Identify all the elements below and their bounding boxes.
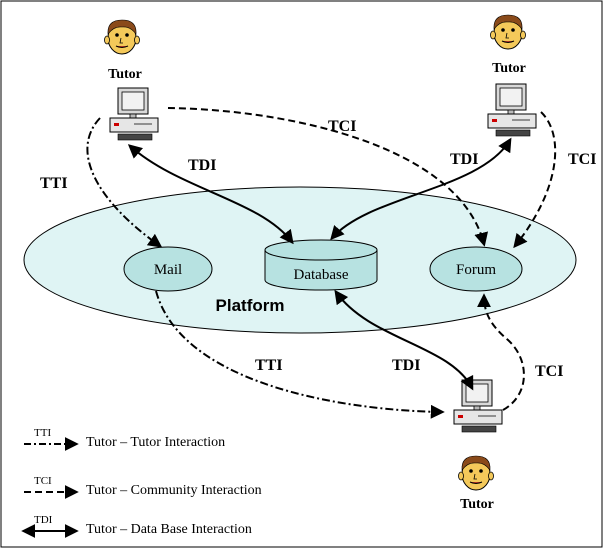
- legend-text: Tutor – Community Interaction: [86, 483, 262, 498]
- legend: TTI Tutor – Tutor Interaction TCI Tutor …: [21, 427, 262, 538]
- tci-edge-right: [513, 111, 557, 249]
- tti-edge-bottom: [155, 290, 445, 419]
- computer-icon: [109, 87, 159, 141]
- tdi-label: TDI: [450, 151, 478, 168]
- legend-abbr: TDI: [34, 514, 53, 526]
- tutor-face-icon: [458, 455, 494, 491]
- tci-label: TCI: [568, 151, 596, 168]
- tci-edge-bottom: [477, 293, 525, 411]
- tutor-label: Tutor: [460, 497, 494, 512]
- legend-text: Tutor – Data Base Interaction: [86, 522, 252, 537]
- database-node: [264, 239, 378, 291]
- tdi-edge-bottom: [334, 289, 474, 391]
- tutor-label: Tutor: [492, 61, 526, 76]
- legend-text: Tutor – Tutor Interaction: [86, 435, 225, 450]
- legend-abbr: TTI: [34, 427, 51, 439]
- forum-label: Forum: [456, 262, 496, 278]
- tdi-edge-top-right: [330, 137, 512, 241]
- tdi-edge-top-left: [127, 144, 294, 245]
- tutor-label: Tutor: [108, 67, 142, 82]
- computer-icon: [453, 379, 503, 433]
- computer-icon: [487, 83, 537, 137]
- tutor-face-icon: [490, 14, 526, 50]
- tdi-label: TDI: [392, 357, 420, 374]
- database-label: Database: [294, 267, 349, 283]
- platform-label: Platform: [216, 296, 285, 315]
- tci-label: TCI: [328, 118, 356, 135]
- forum-node: [429, 246, 523, 292]
- tti-label: TTI: [40, 175, 68, 192]
- tutor-face-icon: [104, 19, 140, 55]
- tdi-label: TDI: [188, 157, 216, 174]
- tti-label: TTI: [255, 357, 283, 374]
- mail-label: Mail: [154, 262, 182, 278]
- tci-label: TCI: [535, 363, 563, 380]
- legend-abbr: TCI: [34, 475, 52, 487]
- mail-node: [123, 246, 213, 292]
